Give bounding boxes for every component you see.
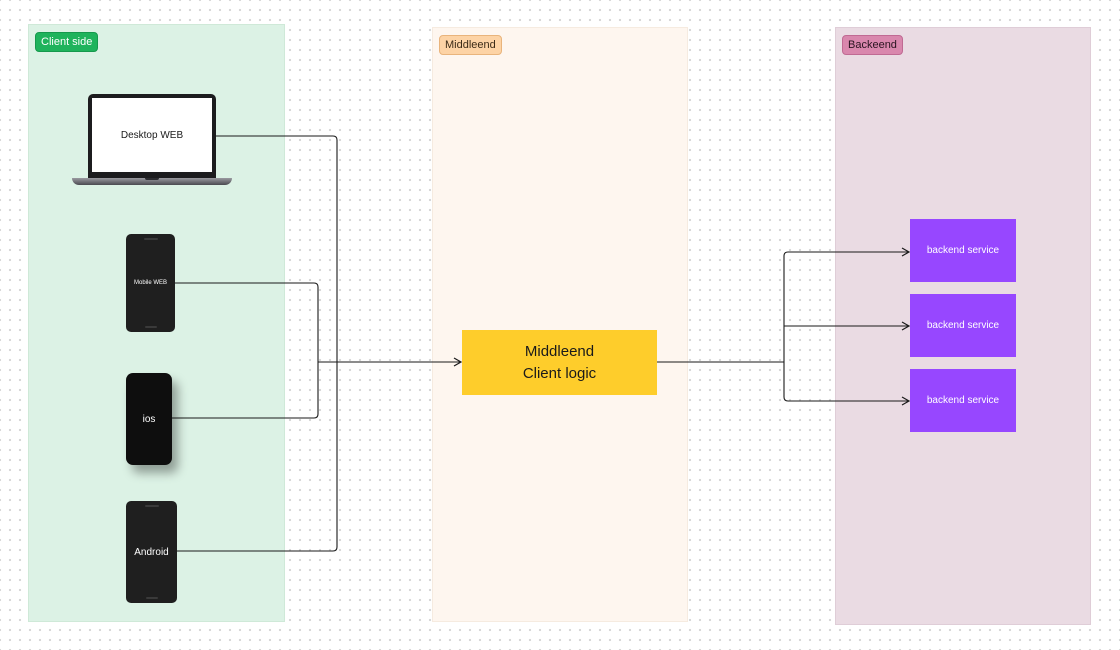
android-label: Android — [134, 546, 169, 558]
client-side-tag: Client side — [35, 32, 99, 52]
middleend-client-logic-box: Middleend Client logic — [462, 330, 657, 395]
backend-service-label: backend service — [926, 245, 1000, 256]
mobile-web-label: Mobile WEB — [133, 280, 167, 286]
laptop-notch — [145, 178, 159, 180]
backend-service-box: backend service — [910, 219, 1016, 282]
middle-box-line1: Middleend — [524, 342, 595, 360]
backend-service-box: backend service — [910, 294, 1016, 357]
ios-label: ios — [142, 413, 156, 425]
android-phone-icon: Android — [126, 501, 177, 603]
middleend-tag: Middleend — [439, 35, 502, 55]
mobile-phone-icon: Mobile WEB — [126, 234, 175, 332]
ios-phone-icon: ios — [126, 373, 172, 465]
backend-service-label: backend service — [926, 395, 1000, 406]
backend-tag: Backeend — [842, 35, 903, 55]
laptop-base — [72, 178, 232, 185]
backend-service-box: backend service — [910, 369, 1016, 432]
middle-box-line2: Client logic — [522, 364, 597, 382]
middleend-section: Middleend — [432, 27, 688, 622]
laptop-icon: Desktop WEB — [88, 94, 216, 178]
backend-service-label: backend service — [926, 320, 1000, 331]
desktop-web-label: Desktop WEB — [92, 98, 212, 172]
